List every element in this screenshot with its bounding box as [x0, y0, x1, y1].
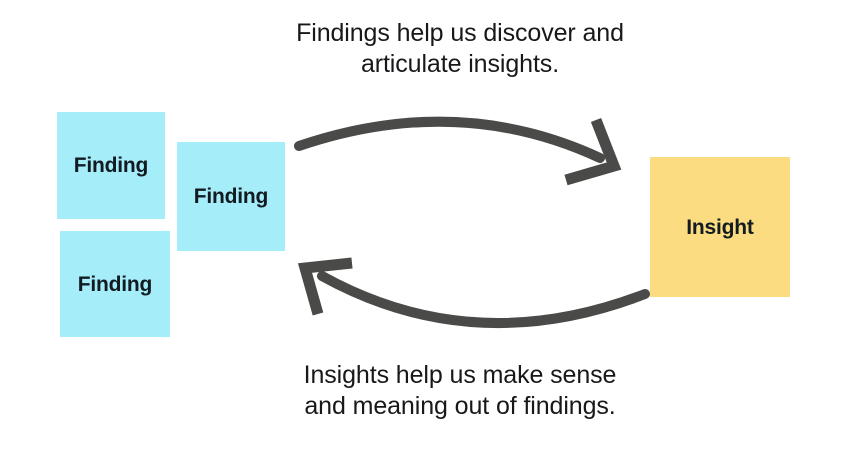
arrow-bottom-curve [317, 271, 650, 328]
note-finding-1[interactable]: Finding [57, 112, 165, 219]
caption-top-line-1: Findings help us discover and [296, 19, 624, 47]
arrow-findings-to-insight [294, 116, 622, 186]
caption-top-line-2: articulate insights. [360, 49, 560, 78]
note-finding-2[interactable]: Finding [177, 142, 285, 251]
note-label: Finding [73, 154, 149, 177]
note-label: Finding [193, 185, 269, 208]
arrow-insight-to-findings [297, 257, 650, 328]
arrow-top-head-icon [564, 117, 622, 186]
note-finding-3[interactable]: Finding [60, 231, 170, 337]
note-label: Insight [686, 215, 754, 239]
note-label: Finding [77, 272, 153, 296]
caption-bottom-line-2: and meaning out of findings. [304, 391, 616, 420]
caption-bottom: Insights help us make sense and meaning … [230, 360, 690, 421]
note-insight[interactable]: Insight [650, 157, 790, 297]
caption-bottom-line-1: Insights help us make sense [303, 361, 617, 389]
caption-top: Findings help us discover and articulate… [230, 18, 690, 79]
arrow-bottom-head-icon [297, 257, 353, 316]
arrow-top-curve [294, 116, 605, 163]
